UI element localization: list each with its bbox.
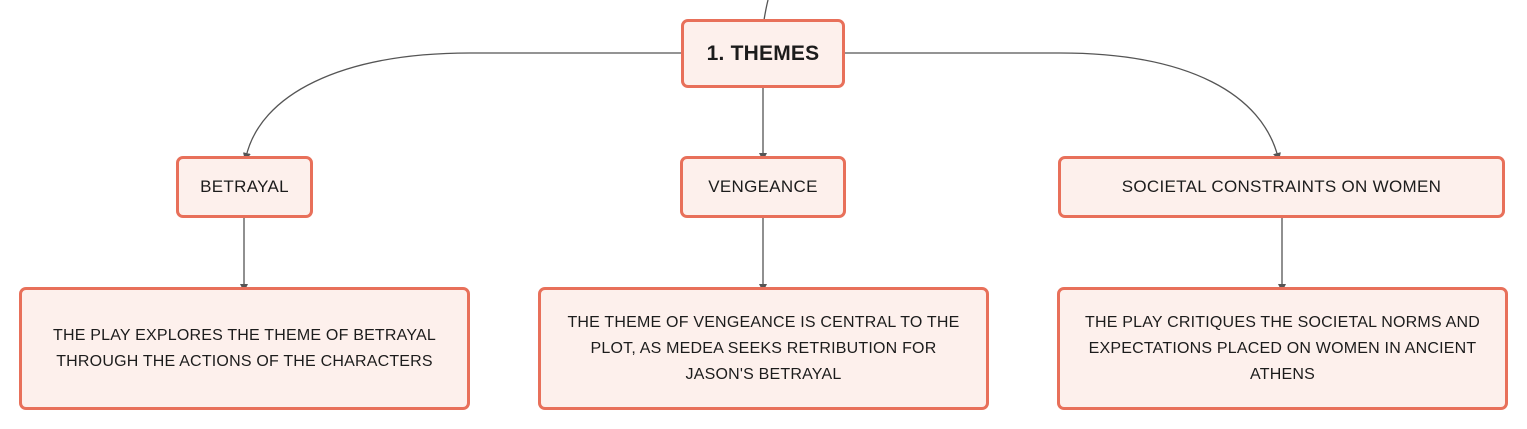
- theme-node-label: VENGEANCE: [708, 177, 818, 196]
- description-node-vengeance[interactable]: THE THEME OF VENGEANCE IS CENTRAL TO THE…: [538, 287, 989, 410]
- theme-node-label: BETRAYAL: [200, 177, 289, 196]
- theme-node-societal-constraints[interactable]: SOCIETAL CONSTRAINTS ON WOMEN: [1058, 156, 1505, 218]
- root-node-label: 1. THEMES: [706, 41, 820, 65]
- connector-root-to-betrayal: [242, 52, 681, 161]
- description-node-societal-constraints[interactable]: THE PLAY CRITIQUES THE SOCIETAL NORMS AN…: [1057, 287, 1508, 410]
- description-node-betrayal[interactable]: THE PLAY EXPLORES THE THEME OF BETRAYAL …: [19, 287, 470, 410]
- connector-root-to-societal: [845, 52, 1281, 161]
- description-text: THE THEME OF VENGEANCE IS CENTRAL TO THE…: [567, 313, 960, 383]
- theme-node-vengeance[interactable]: VENGEANCE: [680, 156, 846, 218]
- root-node-themes[interactable]: 1. THEMES: [681, 19, 845, 88]
- description-text: THE PLAY EXPLORES THE THEME OF BETRAYAL …: [52, 326, 437, 370]
- theme-node-betrayal[interactable]: BETRAYAL: [176, 156, 313, 218]
- connector-parent-to-root: [763, 0, 769, 21]
- theme-node-label: SOCIETAL CONSTRAINTS ON WOMEN: [1121, 177, 1442, 196]
- description-text: THE PLAY CRITIQUES THE SOCIETAL NORMS AN…: [1085, 313, 1480, 383]
